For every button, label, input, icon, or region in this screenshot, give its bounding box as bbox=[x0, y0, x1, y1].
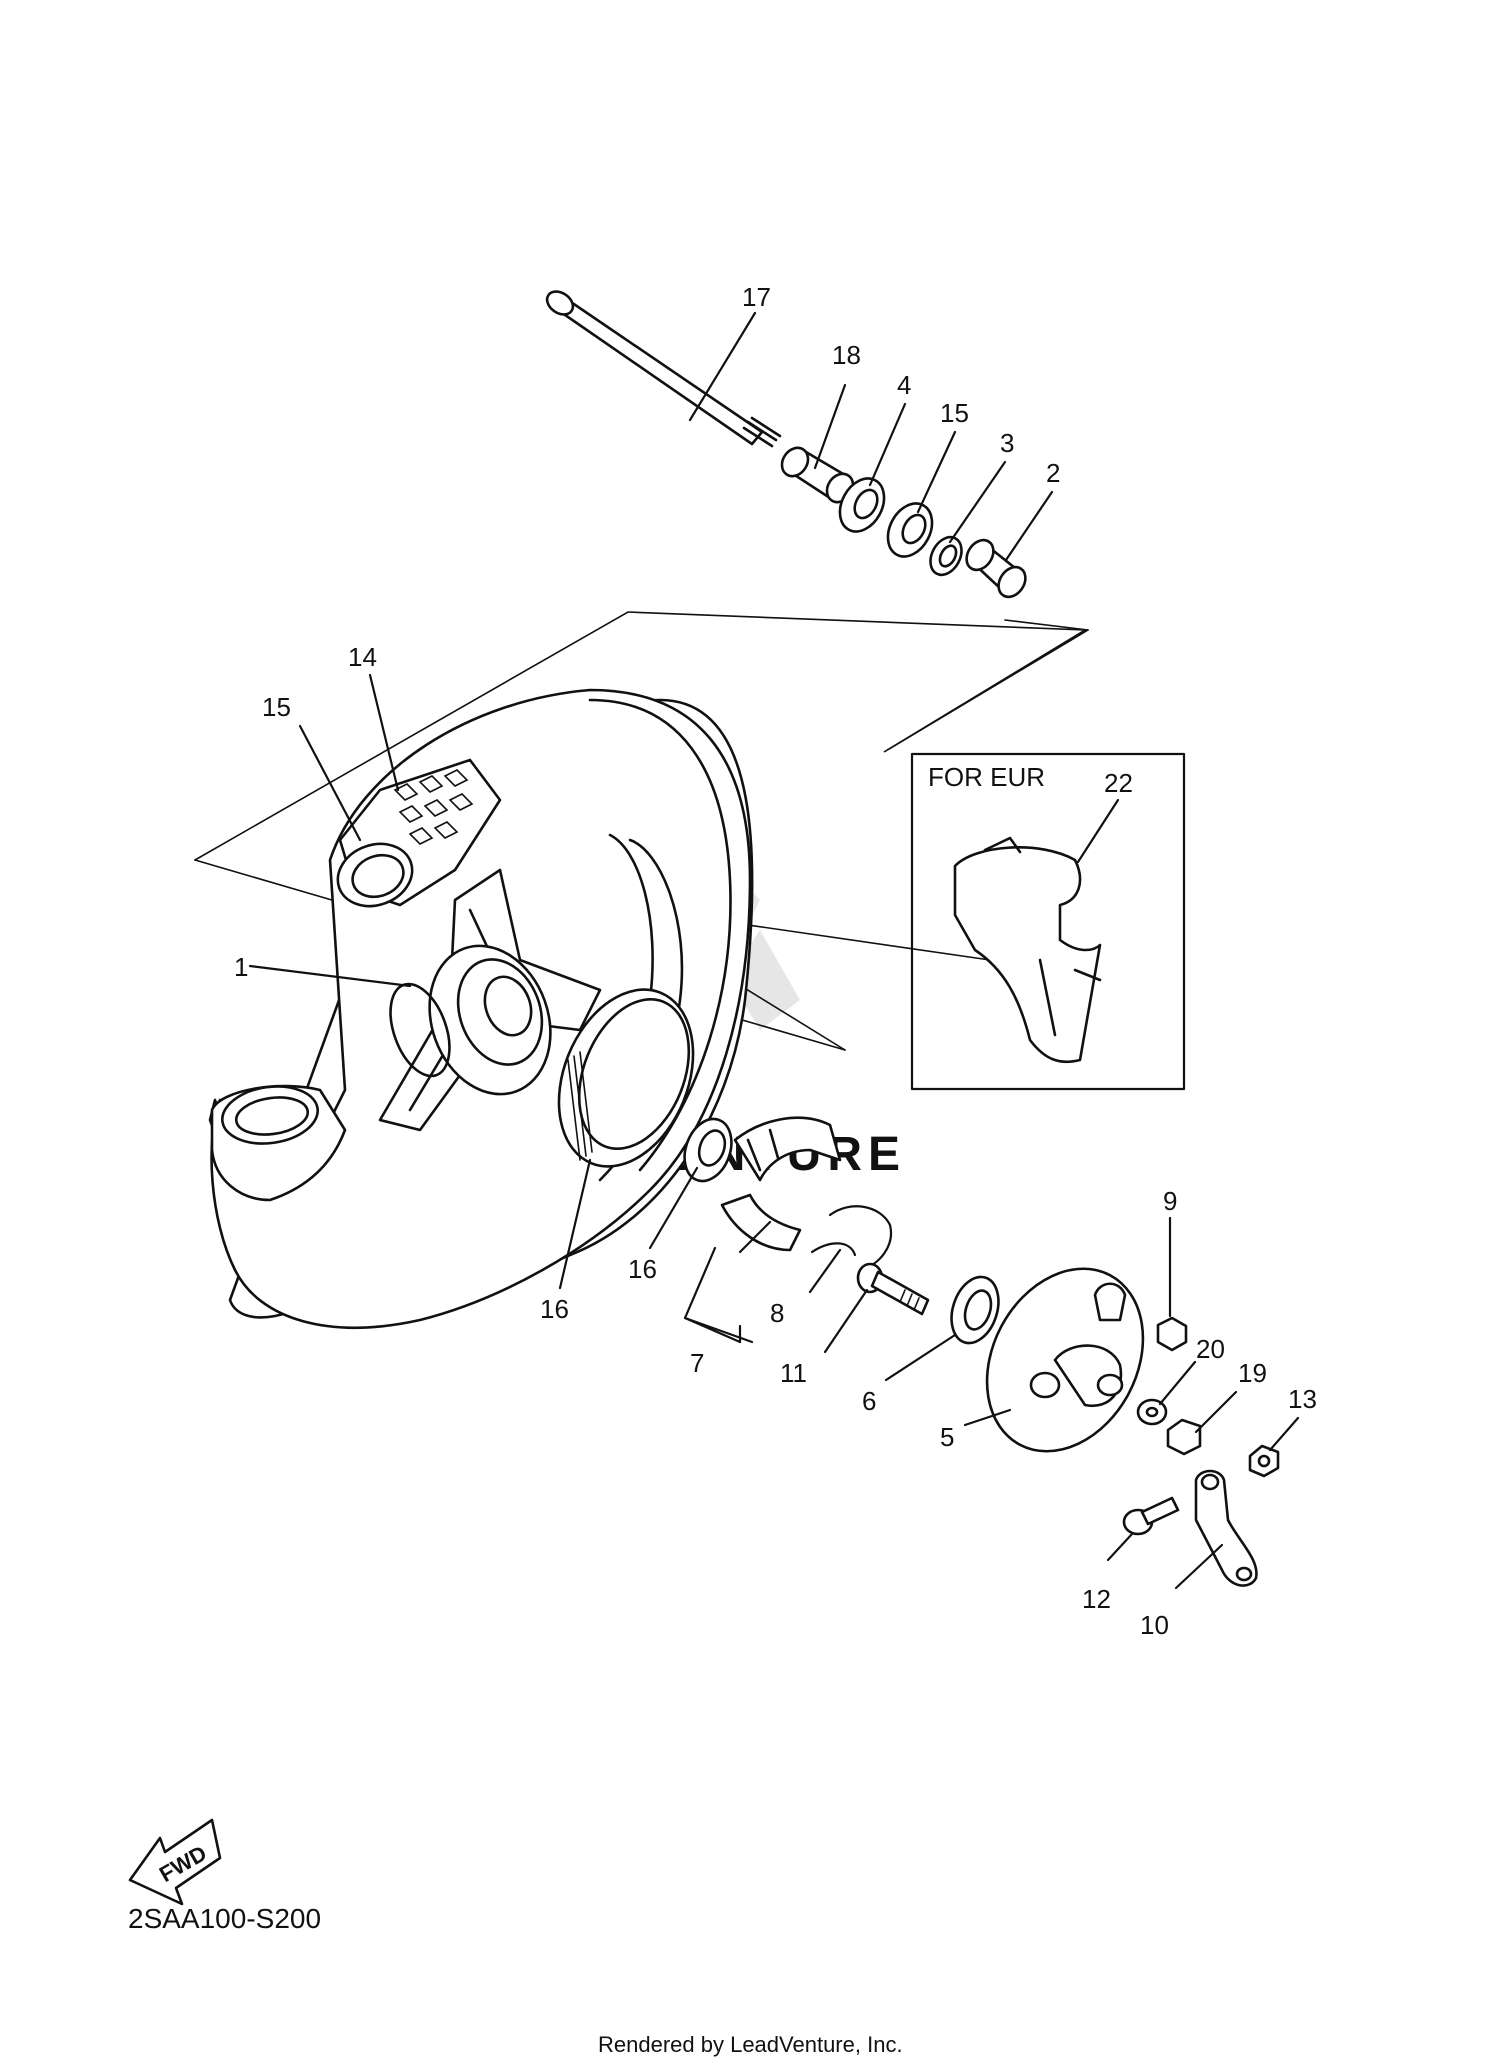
callout-15: 15 bbox=[262, 692, 291, 722]
callout-21: 20 bbox=[1196, 1334, 1225, 1364]
oil-seal-part-3 bbox=[929, 535, 963, 577]
bearing-part-16-upper bbox=[886, 502, 934, 558]
callout-10: 10 bbox=[1140, 1610, 1169, 1640]
callout-4: 4 bbox=[897, 370, 911, 400]
callout-16-lower: 16 bbox=[628, 1254, 657, 1284]
brake-shoe-part bbox=[720, 1116, 842, 1252]
callout-18: 17 bbox=[742, 282, 771, 312]
callout-14: 14 bbox=[348, 642, 377, 672]
callout-13: 13 bbox=[1288, 1384, 1317, 1414]
callout-labels: 17 18 4 15 3 2 14 15 22 1 16 16 9 8 7 11… bbox=[234, 282, 1317, 1640]
callout-3: 3 bbox=[1000, 428, 1014, 458]
spring-part bbox=[810, 1205, 893, 1272]
wheel-assembly bbox=[208, 688, 754, 1329]
callout-8: 8 bbox=[770, 1298, 784, 1328]
oil-seal-part-6 bbox=[950, 1275, 1000, 1345]
camshaft-lever-part bbox=[1194, 1469, 1258, 1587]
callout-19: 18 bbox=[832, 340, 861, 370]
callout-12: 12 bbox=[1082, 1584, 1111, 1614]
callout-7: 7 bbox=[690, 1348, 704, 1378]
callout-5: 5 bbox=[940, 1422, 954, 1452]
callout-1: 1 bbox=[234, 952, 248, 982]
callout-6: 6 bbox=[862, 1386, 876, 1416]
callout-9: 9 bbox=[1163, 1186, 1177, 1216]
spacer-part-2 bbox=[965, 538, 1027, 599]
washer-part-21 bbox=[1136, 1398, 1168, 1426]
axle-part bbox=[545, 290, 782, 448]
camshaft-part bbox=[856, 1262, 930, 1316]
callout-20: 19 bbox=[1238, 1358, 1267, 1388]
brake-shoe-plate-part bbox=[985, 1267, 1145, 1453]
callout-22: 22 bbox=[1104, 768, 1133, 798]
leader-lines bbox=[248, 311, 1300, 1590]
nut-part-13 bbox=[1248, 1444, 1280, 1478]
callout-16-upper: 15 bbox=[940, 398, 969, 428]
callout-17: 16 bbox=[540, 1294, 569, 1324]
callout-11: 11 bbox=[780, 1358, 807, 1388]
callout-2: 2 bbox=[1046, 458, 1060, 488]
fwd-arrow: FWD bbox=[128, 1818, 222, 1906]
inset-label: FOR EUR bbox=[928, 762, 1045, 792]
bolt-part-12 bbox=[1122, 1496, 1180, 1536]
footer-credit: Rendered by LeadVenture, Inc. bbox=[598, 2032, 903, 2057]
inset-for-eur: FOR EUR bbox=[910, 752, 1186, 1091]
diagram-code: 2SAA100-S200 bbox=[128, 1903, 321, 1934]
bearing-part-4 bbox=[838, 477, 886, 533]
nut-part-20 bbox=[1166, 1418, 1202, 1456]
nut-part-9 bbox=[1156, 1316, 1188, 1352]
bearing-part-16-lower bbox=[683, 1117, 733, 1183]
